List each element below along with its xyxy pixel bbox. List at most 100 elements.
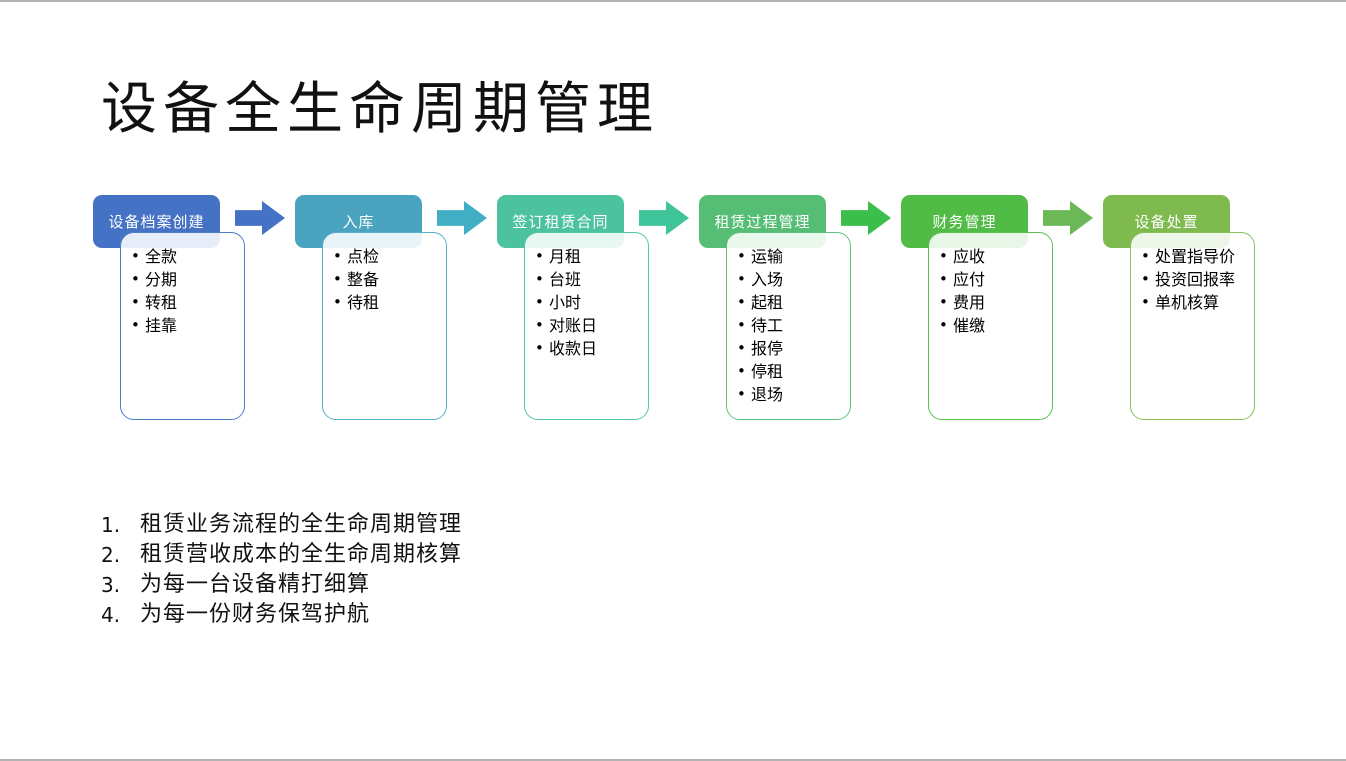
bullet-icon: • (737, 362, 746, 380)
stage-item-text: 投资回报率 (1155, 270, 1236, 289)
stage-item-text: 点检 (347, 247, 380, 266)
stage-list-item: •报停 (737, 337, 848, 360)
bullet-icon: • (333, 293, 342, 311)
flow-stage-5: 财务管理 • 应收 • 应付 • 费用 • 催缴 (901, 195, 1086, 425)
bullet-icon: • (1141, 247, 1150, 265)
bullet-icon: • (535, 247, 544, 265)
summary-item-text: 租赁营收成本的全生命周期核算 (140, 542, 463, 567)
stage-list-item: • 起租 (737, 291, 848, 314)
flow-stage-2: 入库•点检•整备•待租 (295, 195, 480, 425)
stage-item-text: 单机核算 (1155, 293, 1220, 312)
stage-header-label: 财务管理 (932, 213, 997, 231)
stage-item-text: 收款日 (549, 339, 598, 358)
summary-item: 3.为每一台设备精打细算 (101, 570, 462, 600)
stage-item-text: 催缴 (953, 316, 986, 335)
stage-item-text: 月租 (549, 247, 582, 266)
summary-item-text: 租赁业务流程的全生命周期管理 (140, 512, 463, 537)
stage-list-item: • 处置指导价 (1141, 245, 1252, 268)
stage-list-item: • 对账日 (535, 314, 646, 337)
stage-item-text: 应付 (953, 270, 986, 289)
stage-header-label: 设备处置 (1134, 213, 1199, 231)
flow-stage-3: 签订租赁合同 • 月租 • 台班 • 小时 • 对账日 • 收款日 (497, 195, 682, 425)
stage-list-item: •挂靠 (131, 314, 242, 337)
stage-item-list: • 月租 • 台班 • 小时 • 对账日 • 收款日 (524, 232, 649, 420)
bullet-icon: • (535, 293, 544, 311)
bullet-icon: • (131, 247, 140, 265)
stage-list-item: • 停租 (737, 360, 848, 383)
bullet-icon: • (939, 293, 948, 311)
stage-list-item: • 整备 (333, 268, 444, 291)
stage-item-text: 报停 (751, 339, 784, 358)
stage-item-text: 退场 (751, 385, 784, 404)
stage-item-text: 运输 (751, 247, 784, 266)
stage-item-text: 停租 (751, 362, 784, 381)
stage-item-text: 分期 (145, 270, 178, 289)
stage-header-label: 租赁过程管理 (714, 213, 811, 231)
bullet-icon: • (535, 270, 544, 288)
summary-item-number: 1. (101, 513, 121, 537)
stage-list-item: • 退场 (737, 383, 848, 406)
stage-item-text: 处置指导价 (1155, 247, 1236, 266)
bullet-icon: • (737, 270, 746, 288)
stage-item-text: 全款 (145, 247, 178, 266)
stage-list-item: • 台班 (535, 268, 646, 291)
stage-list-item: • 收款日 (535, 337, 646, 360)
stage-item-text: 小时 (549, 293, 582, 312)
bullet-icon: • (737, 316, 746, 334)
bullet-icon: • (535, 339, 544, 357)
stage-item-list: • 应收 • 应付 • 费用 • 催缴 (928, 232, 1053, 420)
summary-item-text: 为每一份财务保驾护航 (140, 602, 371, 627)
bullet-icon: • (939, 270, 948, 288)
stage-list-item: •转租 (131, 291, 242, 314)
stage-header-label: 签订租赁合同 (512, 213, 609, 231)
bullet-icon: • (131, 293, 140, 311)
stage-item-list: •全款•分期•转租•挂靠 (120, 232, 245, 420)
lifecycle-flow-diagram: 设备档案创建•全款•分期•转租•挂靠入库•点检•整备•待租签订租赁合同•月租•台… (93, 195, 1273, 427)
stage-item-list: • 处置指导价 • 投资回报率 • 单机核算 (1130, 232, 1255, 420)
stage-list-item: • 催缴 (939, 314, 1050, 337)
stage-list-item: • 分期 (131, 268, 242, 291)
stage-item-list: • 点检 • 整备 • 待租 (322, 232, 447, 420)
bullet-icon: • (1141, 293, 1150, 311)
stage-list-item: • 小时 (535, 291, 646, 314)
flow-stage-6: 设备处置 • 处置指导价 • 投资回报率 • 单机核算 (1103, 195, 1288, 425)
flow-stage-4: 租赁过程管理•运输•入场•起租•待工•报停•停租•退场 (699, 195, 884, 425)
bullet-icon: • (333, 247, 342, 265)
summary-item-text: 为每一台设备精打细算 (140, 572, 371, 597)
stage-list-item: • 投资回报率 (1141, 268, 1252, 291)
stage-item-text: 对账日 (549, 316, 598, 335)
bullet-icon: • (939, 247, 948, 265)
bullet-icon: • (939, 316, 948, 334)
stage-list-item: • 待工 (737, 314, 848, 337)
stage-list-item: • 点检 (333, 245, 444, 268)
bullet-icon: • (333, 270, 342, 288)
stage-item-text: 应收 (953, 247, 986, 266)
stage-list-item: • 应收 (939, 245, 1050, 268)
summary-item-number: 2. (101, 543, 121, 567)
stage-list-item: • 单机核算 (1141, 291, 1252, 314)
bullet-icon: • (535, 316, 544, 334)
bullet-icon: • (737, 385, 746, 403)
summary-item-number: 4. (101, 603, 121, 627)
bullet-icon: • (737, 293, 746, 311)
page-title: 设备全生命周期管理 (101, 77, 659, 142)
stage-item-text: 待工 (751, 316, 784, 335)
bullet-icon: • (1141, 270, 1150, 288)
stage-list-item: • 费用 (939, 291, 1050, 314)
bullet-icon: • (131, 270, 140, 288)
summary-item: 2. 租赁营收成本的全生命周期核算 (101, 540, 462, 570)
summary-list: 1. 租赁业务流程的全生命周期管理 2. 租赁营收成本的全生命周期核算 3.为每一台设备… (101, 510, 462, 630)
stage-item-list: •运输•入场•起租•待工•报停•停租•退场 (726, 232, 851, 420)
stage-item-text: 费用 (953, 293, 986, 312)
stage-item-text: 台班 (549, 270, 582, 289)
stage-list-item: • 待租 (333, 291, 444, 314)
stage-item-text: 待租 (347, 293, 380, 312)
stage-list-item: • 应付 (939, 268, 1050, 291)
stage-item-text: 起租 (751, 293, 784, 312)
stage-list-item: •入场 (737, 268, 848, 291)
summary-item: 1. 租赁业务流程的全生命周期管理 (101, 510, 462, 540)
bullet-icon: • (737, 247, 746, 265)
stage-item-text: 挂靠 (145, 316, 178, 335)
stage-item-text: 整备 (347, 270, 380, 289)
